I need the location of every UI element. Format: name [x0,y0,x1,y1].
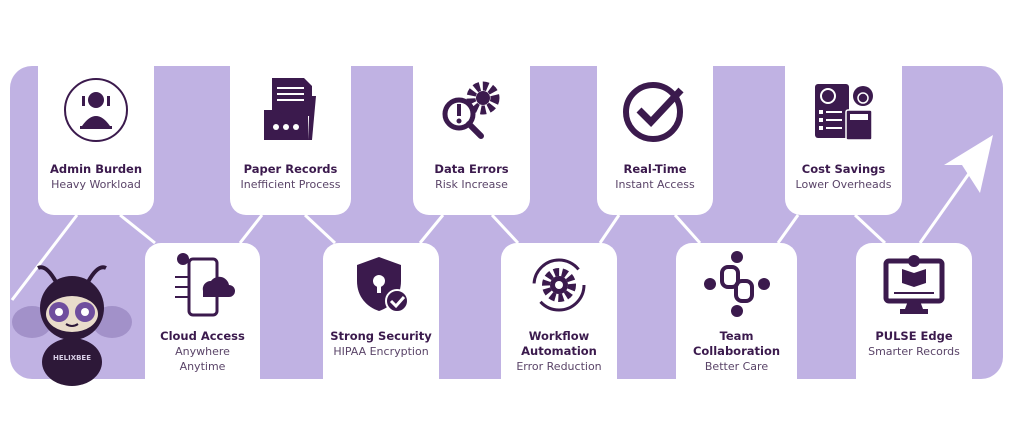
card-subtitle: Instant Access [615,178,695,191]
card-subtitle: Lower Overheads [795,178,892,191]
card-subtitle: Smarter Records [868,345,960,358]
card-subtitle: HIPAA Encryption [333,345,429,358]
card-title: Admin Burden [49,162,143,176]
phone-cloud-icon [174,253,235,317]
card-title: Cost Savings [801,162,886,176]
gear-magnifier-alert-icon [442,81,499,139]
gear-cycle-icon [532,258,586,312]
helixbee-mascot: HELIXBEE [12,265,132,386]
card-title: Real-Time [623,162,687,176]
card-title: Team Collaboration [692,329,781,358]
shield-lock-check-icon [357,257,409,313]
card-subtitle: Heavy Workload [51,178,141,191]
team-link-icon [703,251,770,317]
card-title: Cloud Access [160,329,245,343]
money-calculator-icon [814,84,873,141]
mascot-label: HELIXBEE [53,354,91,362]
card-subtitle: Error Reduction [516,360,602,373]
card-subtitle: Inefficient Process [240,178,341,191]
card-subtitle: Risk Increase [435,178,508,191]
card-title-line2: Automation [521,344,597,358]
card-title: PULSE Edge [875,329,953,343]
card-subtitle: Better Care [704,360,769,373]
folder-documents-icon [263,78,316,140]
card-title: Workflow [528,329,590,343]
clock-check-icon [623,82,684,142]
card-subtitle-line2: Anytime [179,360,226,373]
admin-person-icon [64,78,128,142]
card-title: Strong Security [330,329,432,343]
monitor-reader-icon [883,255,945,314]
card-title: Data Errors [434,162,509,176]
card-subtitle: Anywhere [175,345,230,358]
growth-arrow-icon [944,135,993,193]
card-title: Paper Records [243,162,338,176]
